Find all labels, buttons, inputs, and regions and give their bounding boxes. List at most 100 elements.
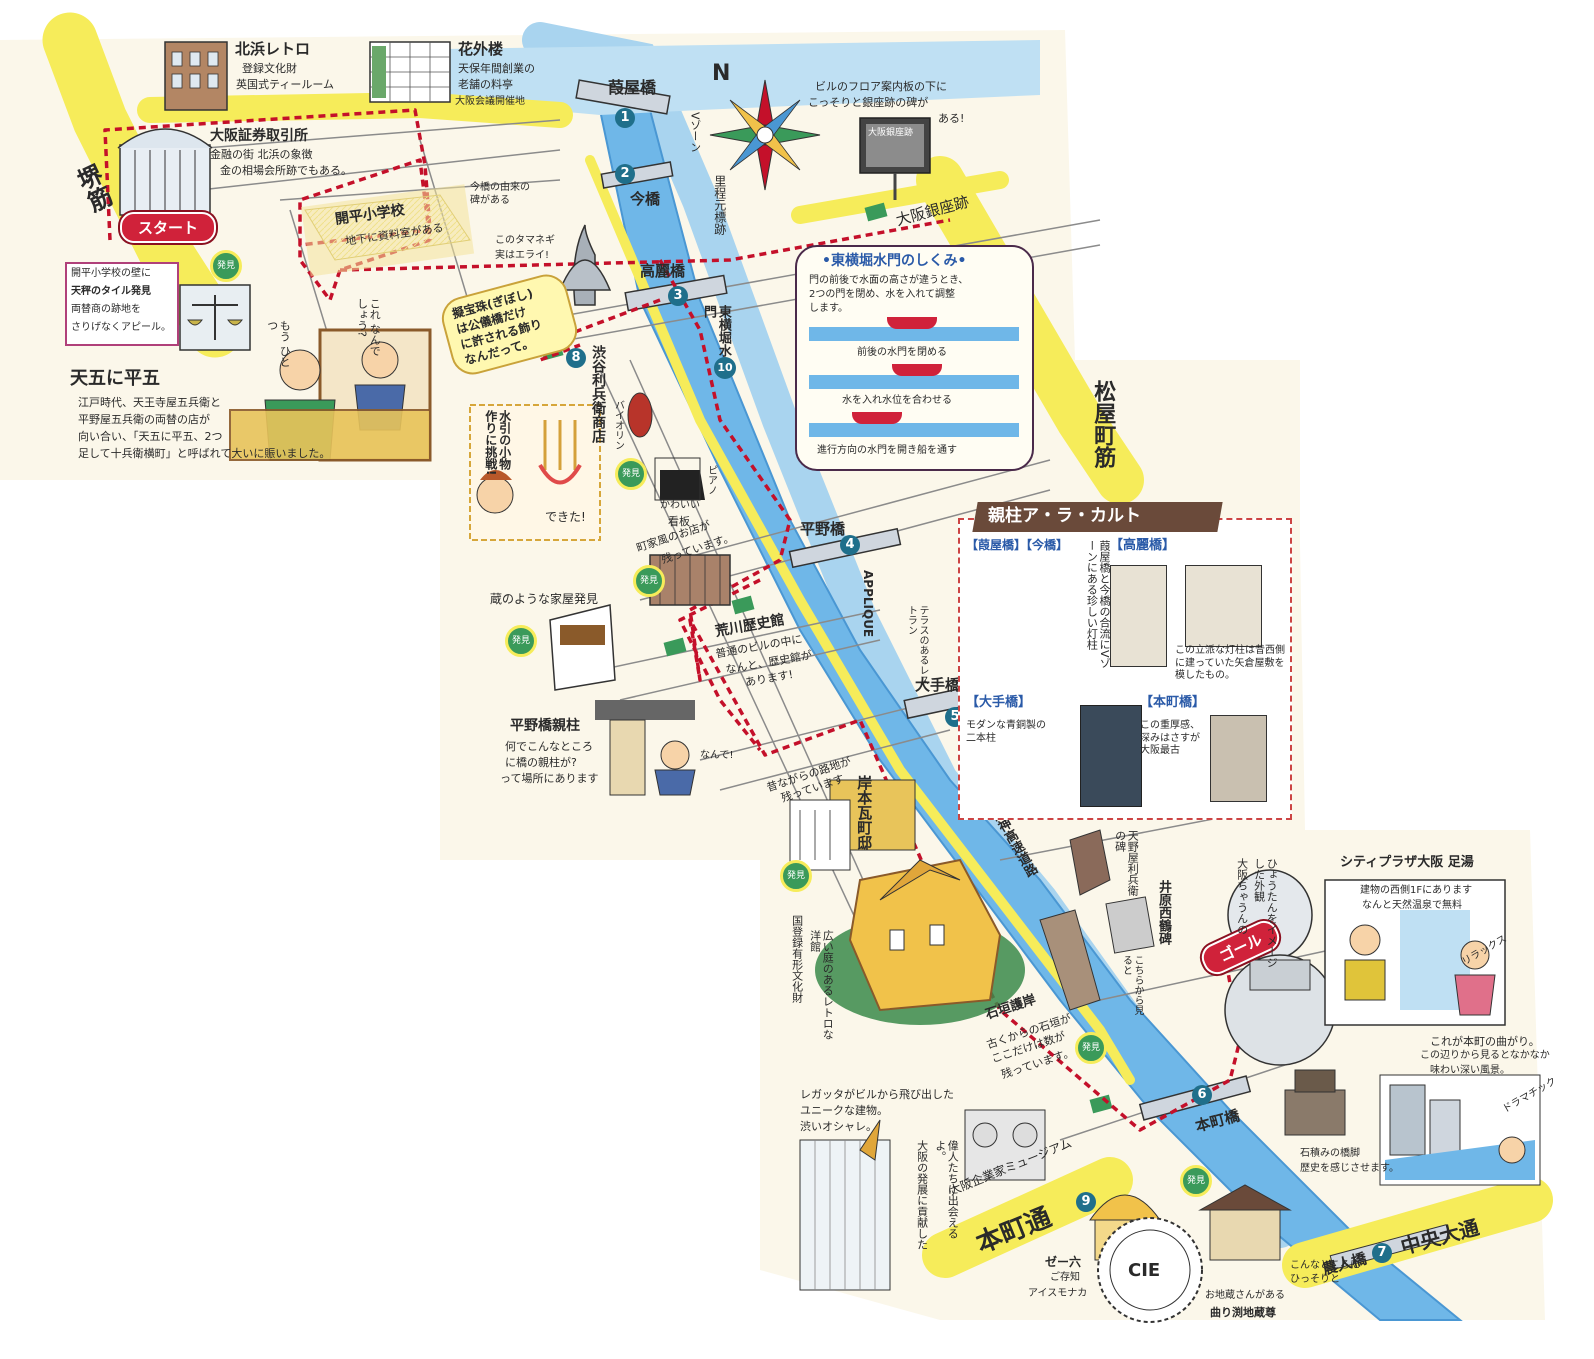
kigyouka-text-2: 偉人たちに出会えるよ。 xyxy=(933,1140,960,1260)
bridge-name-4: 平野橋 xyxy=(800,520,846,538)
road-top xyxy=(137,91,573,128)
kagaikan-title: 花外楼 xyxy=(458,40,504,58)
kochira-label: こちらから見ると xyxy=(1120,955,1144,1015)
oyabashira-otebashi-desc: モダンな青銅製の二本柱 xyxy=(966,720,1046,744)
giboshi-drawing xyxy=(558,224,612,306)
oyabashira-title: 親柱ア・ラ・カルト xyxy=(988,506,1141,526)
youkan-1: 国登録有形文化財 xyxy=(790,915,804,1003)
kore-label: これ なんで しょう? xyxy=(355,298,382,357)
hiranobashi-title: 平野橋親柱 xyxy=(510,718,580,734)
otaru-2: ひょうたんをイメージした外観 xyxy=(1252,858,1279,968)
otebashi-pillars xyxy=(1080,705,1142,807)
bridge-num: 2 xyxy=(615,164,635,184)
road-matsuyamachi xyxy=(916,156,1144,504)
discovery-badge-1: 発見 xyxy=(210,250,242,282)
mizuhiki-2: 小物作り xyxy=(483,410,512,470)
ishigaki-wall-drawing xyxy=(1039,909,1101,1011)
suimon-boat-2 xyxy=(892,364,942,376)
spot-num: 8 xyxy=(566,348,586,368)
ose-building-drawing xyxy=(117,128,213,216)
oyabashira-yoshiya: 【葭屋橋】【今橋】 xyxy=(966,538,1069,552)
kaihei-school-block xyxy=(300,184,475,277)
magari-line-1: これが本町の曲がり。 xyxy=(1430,1035,1540,1048)
kishimoto-drawing xyxy=(789,779,916,871)
kyakuhashi-line-1: 石積みの橋脚 xyxy=(1300,1148,1360,1159)
regatta-line-2: ユニークな建物。 xyxy=(800,1104,888,1117)
youkan-4: 洋館 xyxy=(808,930,822,952)
kigyouka-2: 偉人たちに xyxy=(946,1140,960,1195)
kigyouka-text: 大阪の発展に貢献した xyxy=(915,1140,929,1290)
jizo-line-4: 曲り渕地蔵尊 xyxy=(1210,1306,1276,1319)
suimon-water-2 xyxy=(809,375,1019,389)
bridge-marker-4: 4 xyxy=(840,535,860,555)
suimon-step-1: 前後の水門を閉める xyxy=(857,347,947,358)
bridge-marker-3: 3 xyxy=(668,286,688,306)
bridge-name-5: 大手橋 xyxy=(915,676,961,694)
spot-name-8: 渋谷利兵衛商店 xyxy=(590,345,607,443)
suimon-intro-3: します。 xyxy=(809,303,848,314)
kishimoto-label: 岸本瓦町邸 xyxy=(855,775,874,850)
tengo-line-2: 平野屋五兵衛の両替の店が xyxy=(78,413,210,426)
oyabashira-koraibashi-desc: この立派な灯柱は昔西側に建っていた矢倉屋敷を模したもの。 xyxy=(1175,645,1285,681)
kigyouka-3: 出会えるよ。 xyxy=(933,1140,960,1239)
honmachibashi-pillar xyxy=(1210,715,1267,802)
tengo-title: 天五に平五 xyxy=(70,368,160,389)
spot-marker-8: 8 xyxy=(566,348,586,368)
tenjin-line-1: 開平小学校の壁に xyxy=(71,268,151,279)
tenjin-line-2: 天秤のタイル発見 xyxy=(71,286,151,297)
oyabashira-panel: 親柱ア・ラ・カルト 【葭屋橋】【今橋】 葭屋橋と今橋の合流にVゾーンにある珍しい… xyxy=(958,502,1292,820)
kagaikan-note: 大阪会議開催地 xyxy=(455,96,525,107)
jizo-line-2: ひっそりと xyxy=(1290,1274,1340,1285)
ose-desc1: 金融の街 北浜の象徴 xyxy=(210,148,313,161)
amanoya-label: 天野屋利兵衛の碑 xyxy=(1113,830,1140,900)
road-riverside xyxy=(585,155,1135,1085)
bridge-name-1: 葭屋橋 xyxy=(608,78,657,97)
zeroku-monaka-drawing xyxy=(1097,1217,1203,1323)
mizuhiki-3: に挑戦! xyxy=(483,434,498,476)
bridge-marker-2: 2 xyxy=(615,164,635,184)
kagaikan-desc1: 天保年間創業の xyxy=(458,62,535,75)
dekita-label: できた! xyxy=(545,510,586,524)
ginza-note-3: ある! xyxy=(938,112,965,125)
discovery-badge-3: 発見 xyxy=(633,565,665,597)
giboshi-question-2: 実はエライ! xyxy=(495,250,550,261)
ginza-note-2: こっそりと銀座跡の碑が xyxy=(808,96,929,109)
kura-label: 蔵のような家屋発見 xyxy=(490,592,599,606)
spot-marker-9: 9 xyxy=(1076,1192,1096,1212)
amanoya-2: の碑 xyxy=(1113,830,1127,852)
hiranobashi-line-2: に橋の親柱が? xyxy=(505,756,577,769)
terrace-1: テラスのある xyxy=(917,605,928,665)
ginza-note-1: ビルのフロア案内板の下に xyxy=(815,80,947,93)
hiranobashi-line-1: 何でこんなところ xyxy=(505,740,593,753)
bridge-num: 3 xyxy=(668,286,688,306)
kitahama-retro-desc1: 登録文化財 xyxy=(242,62,297,75)
bridge-marker-7: 7 xyxy=(1372,1243,1392,1263)
tengo-line-4: 足して十兵衛横町」と呼ばれて大いに賑いました。 xyxy=(78,447,331,460)
youkan-text-2: 広い庭のあるレトロな洋館 xyxy=(808,930,835,1040)
yagura-drawing xyxy=(1185,565,1262,647)
magari-line-2: この辺りから見るとなかなか xyxy=(1420,1050,1550,1061)
zeroku-line-2: ご存知 xyxy=(1050,1272,1080,1283)
compass-north: N xyxy=(712,61,731,86)
spot-marker-10: 10 xyxy=(714,357,736,379)
ihara-label: 井原西鶴碑 xyxy=(1155,880,1171,945)
kanban-label: 看板 xyxy=(668,515,690,528)
suimon-boat-1 xyxy=(887,317,937,329)
spot-name-10: 東横堀水門 xyxy=(700,305,731,357)
spot-num: 10 xyxy=(714,357,736,379)
discovery-badge-4: 発見 xyxy=(505,625,537,657)
suimon-intro-1: 門の前後で水面の高さが違うとき、 xyxy=(809,275,969,286)
oyabashira-honmachibashi-desc: この重厚感、深みはさすが大阪最古 xyxy=(1140,720,1200,756)
zeroku-line-1: ゼー六 xyxy=(1045,1255,1082,1269)
applique-label: APPLIQUE xyxy=(860,570,875,638)
machiya-drawing xyxy=(649,554,731,606)
tenjin-box: 開平小学校の壁に 天秤のタイル発見 両替商の跡地を さりげなくアピール。 xyxy=(65,262,179,346)
jizo-line-1: こんなところに xyxy=(1290,1260,1360,1271)
oyabashira-honmachibashi: 【本町橋】 xyxy=(1140,695,1206,710)
spot-num: 9 xyxy=(1076,1192,1096,1212)
street-matsuyamachi: 松屋町筋 xyxy=(1090,380,1116,468)
violin-label: バイオリン xyxy=(612,400,624,450)
piano-label: ピアノ xyxy=(705,465,717,495)
kawaii-label: かわいい xyxy=(660,500,700,511)
